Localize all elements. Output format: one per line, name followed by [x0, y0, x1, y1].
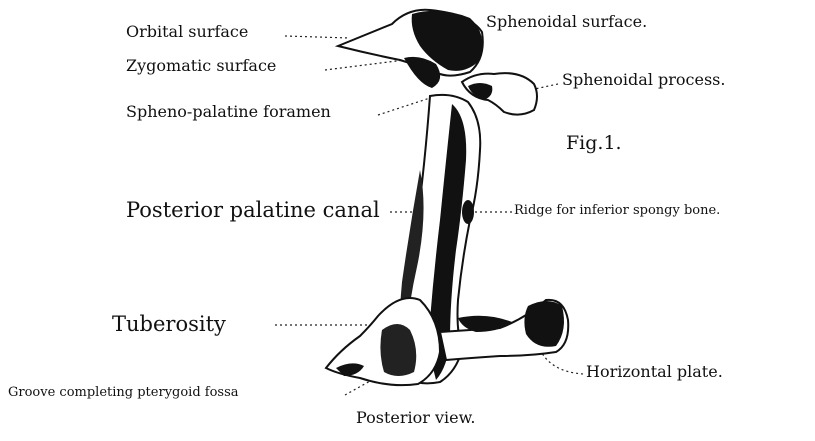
- label-horizontal-plate: Horizontal plate.: [586, 364, 723, 380]
- label-orbital-surface: Orbital surface: [126, 24, 248, 40]
- label-groove-pterygoid-fossa: Groove completing pterygoid fossa: [8, 386, 239, 399]
- label-sphenoidal-process: Sphenoidal process.: [562, 72, 725, 88]
- label-tuberosity: Tuberosity: [112, 314, 226, 335]
- leader-spheno-palatine-foramen: [378, 98, 430, 115]
- label-sphenoidal-surface: Sphenoidal surface.: [486, 14, 647, 30]
- figure-number: Fig.1.: [566, 134, 622, 153]
- label-posterior-palatine-canal: Posterior palatine canal: [126, 200, 380, 221]
- figure-caption: Posterior view.: [356, 410, 476, 426]
- label-zygomatic-surface: Zygomatic surface: [126, 58, 276, 74]
- leader-groove-pterygoid-fossa: [345, 380, 372, 395]
- label-spheno-palatine-foramen: Spheno-palatine foramen: [126, 104, 331, 120]
- leader-orbital-surface: [285, 36, 350, 38]
- label-ridge-inferior-spongy-bone: Ridge for inferior spongy bone.: [514, 204, 720, 217]
